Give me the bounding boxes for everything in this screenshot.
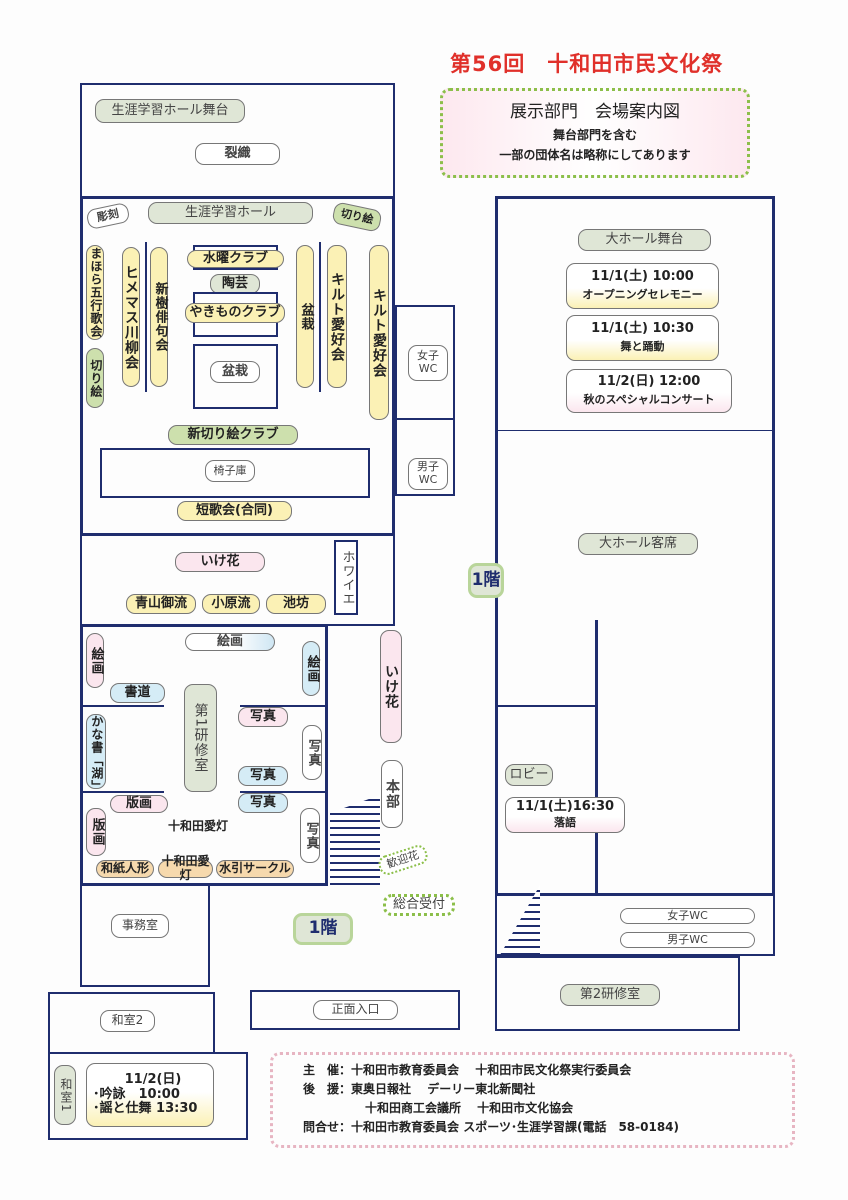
big-stage-label: 大ホール舞台 xyxy=(578,229,711,251)
exhibit-kaiga3: 絵画 xyxy=(302,641,320,696)
contact-text: 十和田市教育委員会 スポーツ･生涯学習課(電話 58-0184) xyxy=(351,1120,680,1134)
exhibit-ohara: 小原流 xyxy=(202,594,260,614)
washitsu-event-line2: ･謡と仕舞 13:30 xyxy=(93,1101,198,1117)
exhibit-ikebana1: いけ花 xyxy=(175,552,265,572)
exhibit-towada-aito2: 十和田愛灯 xyxy=(158,854,213,882)
exhibit-kirie2: 切り絵 xyxy=(86,348,104,408)
exhibit-hanga2: 版画 xyxy=(86,808,106,856)
exhibit-shashin3: 写真 xyxy=(238,766,288,786)
floor-badge-2: 1階 xyxy=(293,913,353,945)
notice-box: 展示部門 会場案内図 舞台部門を含む 一部の団体名は略称にしてあります xyxy=(440,88,750,178)
exhibit-touge: 陶芸 xyxy=(210,274,260,294)
footer-box: 主 催：十和田市教育委員会 十和田市民文化祭実行委員会 後 援：東奥日報社 デー… xyxy=(270,1052,795,1148)
hall-label: 生涯学習ホール xyxy=(148,202,313,224)
support-text1: 東奥日報社 デーリー東北新聞社 xyxy=(351,1082,536,1096)
exhibit-shinju: 新樹俳句会 xyxy=(150,247,168,387)
event-card: 11/1(土) 10:00 オープニングセレモニー xyxy=(566,263,719,309)
exhibit-washi: 和紙人形 xyxy=(96,860,154,878)
event-time: 11/1(土) 10:30 xyxy=(591,321,694,337)
exhibit-aoyama: 青山御流 xyxy=(126,594,196,614)
event-card: 11/1(土)16:30 落語 xyxy=(505,797,625,833)
event-time: 11/2(日) 12:00 xyxy=(597,374,701,390)
exhibit-quilt2: キルト愛好会 xyxy=(369,245,389,420)
event-title: 第56回 十和田市民文化祭 xyxy=(450,52,724,76)
notice-line2: 一部の団体名は略称にしてあります xyxy=(499,148,691,162)
lobby-label: ロビー xyxy=(505,764,553,786)
washitsu1-label: 和室1 xyxy=(54,1065,76,1125)
chair-storage-label: 椅子庫 xyxy=(205,460,255,482)
office-room xyxy=(80,884,210,987)
event-name: オープニングセレモニー xyxy=(582,288,703,302)
stairs xyxy=(330,795,380,885)
women-wc-label: 女子WC xyxy=(408,345,448,381)
hall-stage-label: 生涯学習ホール舞台 xyxy=(95,99,245,123)
washitsu1-room xyxy=(48,1052,248,1140)
exhibit-bonsai2: 盆栽 xyxy=(296,245,314,388)
office-room-label: 事務室 xyxy=(111,914,169,938)
wc2-room xyxy=(495,894,775,956)
event-card: 11/2(日) 12:00 秋のスペシャルコンサート xyxy=(566,369,732,413)
exhibit-kana: かな書「湖」 xyxy=(86,714,106,793)
event-name: 落語 xyxy=(554,816,576,830)
women-wc2-label: 女子WC xyxy=(620,908,755,924)
host-text: 十和田市教育委員会 十和田市民文化祭実行委員会 xyxy=(351,1063,632,1077)
exhibit-kaiga1: 絵画 xyxy=(185,633,275,651)
exhibit-towada-aito1: 十和田愛灯 xyxy=(168,819,229,833)
exhibit-hanga1: 版画 xyxy=(110,795,168,813)
entrance-label: 正面入口 xyxy=(313,1000,398,1020)
exhibit-ikebana2: いけ花 xyxy=(380,630,402,743)
foyer-label: ホワイエ xyxy=(334,540,358,615)
exhibit-shashin4: 写真 xyxy=(238,793,288,813)
exhibit-shodo: 書道 xyxy=(110,683,165,703)
exhibit-shashin1: 写真 xyxy=(238,707,288,727)
training1-label: 第1研修室 xyxy=(184,684,217,792)
exhibit-ikenobo: 池坊 xyxy=(266,594,326,614)
training2-label: 第2研修室 xyxy=(560,984,660,1006)
men-wc2-label: 男子WC xyxy=(620,932,755,948)
entrance-area xyxy=(250,990,460,1030)
washitsu-event-line1: ･吟詠 10:00 xyxy=(93,1086,180,1102)
event-name: 舞と踊動 xyxy=(620,340,665,354)
office-label: 和室2 xyxy=(100,1010,155,1032)
exhibit-suiyo: 水曜クラブ xyxy=(187,250,284,268)
exhibit-shashin5: 写真 xyxy=(300,808,320,863)
men-wc-label: 男子WC xyxy=(408,458,448,490)
exhibit-tanka: 短歌会(合同) xyxy=(177,501,292,521)
training2-room xyxy=(495,956,740,1031)
washitsu-event-date: 11/2(日) xyxy=(124,1071,182,1087)
exhibit-mizuhiki: 水引サークル xyxy=(216,860,294,878)
floor-badge: 1階 xyxy=(468,563,504,598)
event-card: 11/1(土) 10:30 舞と踊動 xyxy=(566,315,719,361)
support-text2: 十和田商工会議所 十和田市文化協会 xyxy=(365,1101,574,1115)
exhibit-bonsai1: 盆栽 xyxy=(210,361,260,383)
event-time: 11/1(土) 10:00 xyxy=(591,269,694,285)
notice-line1: 舞台部門を含む xyxy=(552,128,637,142)
big-seats-label: 大ホール客席 xyxy=(578,533,698,555)
exhibit-yakimono: やきものクラブ xyxy=(185,303,285,323)
support-label: 後 援： xyxy=(303,1082,352,1096)
general-reception: 総合受付 xyxy=(383,894,455,916)
host-label: 主 催： xyxy=(303,1063,352,1077)
contact-label: 問合せ： xyxy=(303,1120,352,1134)
men-wc-room xyxy=(395,418,455,496)
exhibit-shashin2: 写真 xyxy=(302,725,322,780)
event-name: 秋のスペシャルコンサート xyxy=(583,393,715,407)
exhibit-shinkirie: 新切り絵クラブ xyxy=(168,425,298,445)
washitsu-event-card: 11/2(日) ･吟詠 10:00 ･謡と仕舞 13:30 xyxy=(86,1063,214,1127)
exhibit-honbu: 本部 xyxy=(381,760,403,828)
exhibit-sakiori: 裂織 xyxy=(195,143,280,165)
exhibit-mahora: まほら五行歌会 xyxy=(86,245,104,340)
exhibit-kangei: 歓迎花 xyxy=(376,842,430,878)
exhibit-quilt1: キルト愛好会 xyxy=(327,245,347,388)
exhibit-himemasu: ヒメマス川柳会 xyxy=(122,247,140,387)
event-time: 11/1(土)16:30 xyxy=(515,799,615,815)
notice-heading: 展示部門 会場案内図 xyxy=(510,102,680,122)
exhibit-kaiga2: 絵画 xyxy=(86,633,104,688)
